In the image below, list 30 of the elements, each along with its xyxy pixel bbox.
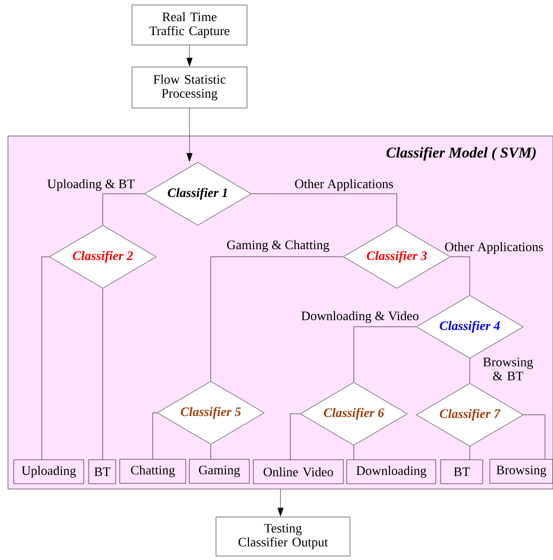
class-box: BT — [88, 460, 116, 484]
class-box: BT — [440, 460, 483, 484]
connector-line — [210, 256, 344, 382]
class-box: Browsing — [490, 459, 553, 484]
connector-line — [42, 256, 50, 460]
arrow — [186, 108, 192, 162]
connector-line — [102, 288, 103, 460]
connector-line — [354, 326, 416, 382]
arrow — [186, 45, 192, 66]
class-box: Online Video — [253, 460, 344, 484]
connector-line — [450, 256, 470, 296]
arrow — [278, 489, 284, 516]
process-box: Flow Statistic Processing — [132, 66, 248, 108]
connector-line — [102, 194, 144, 226]
edge-label: Gaming & Chatting — [227, 240, 330, 252]
class-box: Uploading — [14, 460, 84, 484]
class-box: Downloading — [346, 460, 436, 484]
edge-label: Browsing & BT — [483, 358, 533, 380]
process-box: Testing Classifier Output — [216, 516, 350, 556]
connector-line — [290, 414, 300, 460]
connector-line — [523, 414, 546, 460]
connector-line — [152, 412, 158, 460]
connector-line — [251, 194, 397, 226]
class-box: Gaming — [189, 459, 250, 484]
class-box: Chatting — [120, 459, 186, 484]
edge-label: Other Applications — [295, 179, 393, 191]
edge-label: Downloading & Video — [301, 311, 418, 323]
process-box: Real Time Traffic Capture — [132, 4, 248, 46]
connector-line — [210, 444, 211, 460]
edge-label: Uploading & BT — [47, 179, 135, 191]
